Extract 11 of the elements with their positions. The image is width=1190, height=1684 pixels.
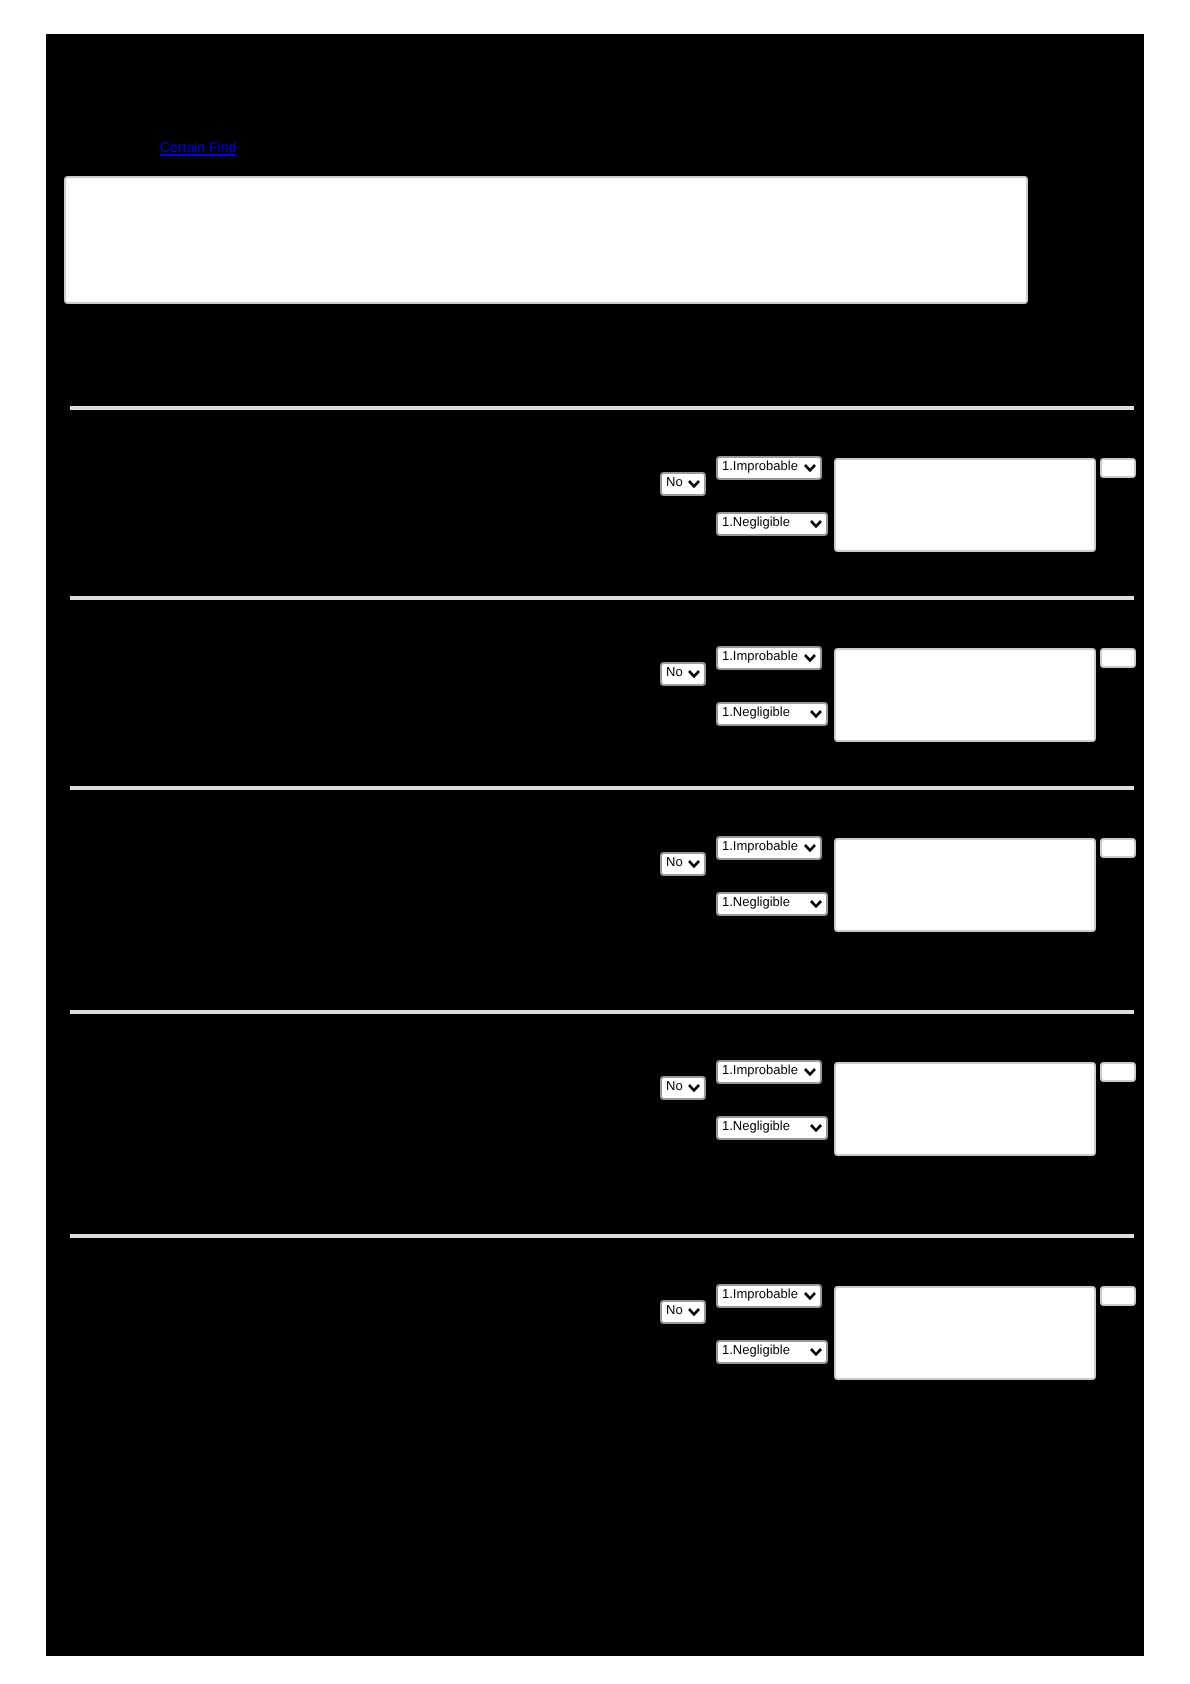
text-area	[834, 1286, 1096, 1380]
text-area	[834, 458, 1096, 552]
input-field	[1100, 838, 1136, 858]
text-area	[834, 838, 1096, 932]
text-area	[834, 1062, 1096, 1156]
text-area	[64, 176, 1028, 304]
input-field	[1100, 1062, 1136, 1082]
input-field	[1100, 648, 1136, 668]
text-area	[834, 648, 1096, 742]
input-field	[1100, 458, 1136, 478]
input-field	[1100, 1286, 1136, 1306]
